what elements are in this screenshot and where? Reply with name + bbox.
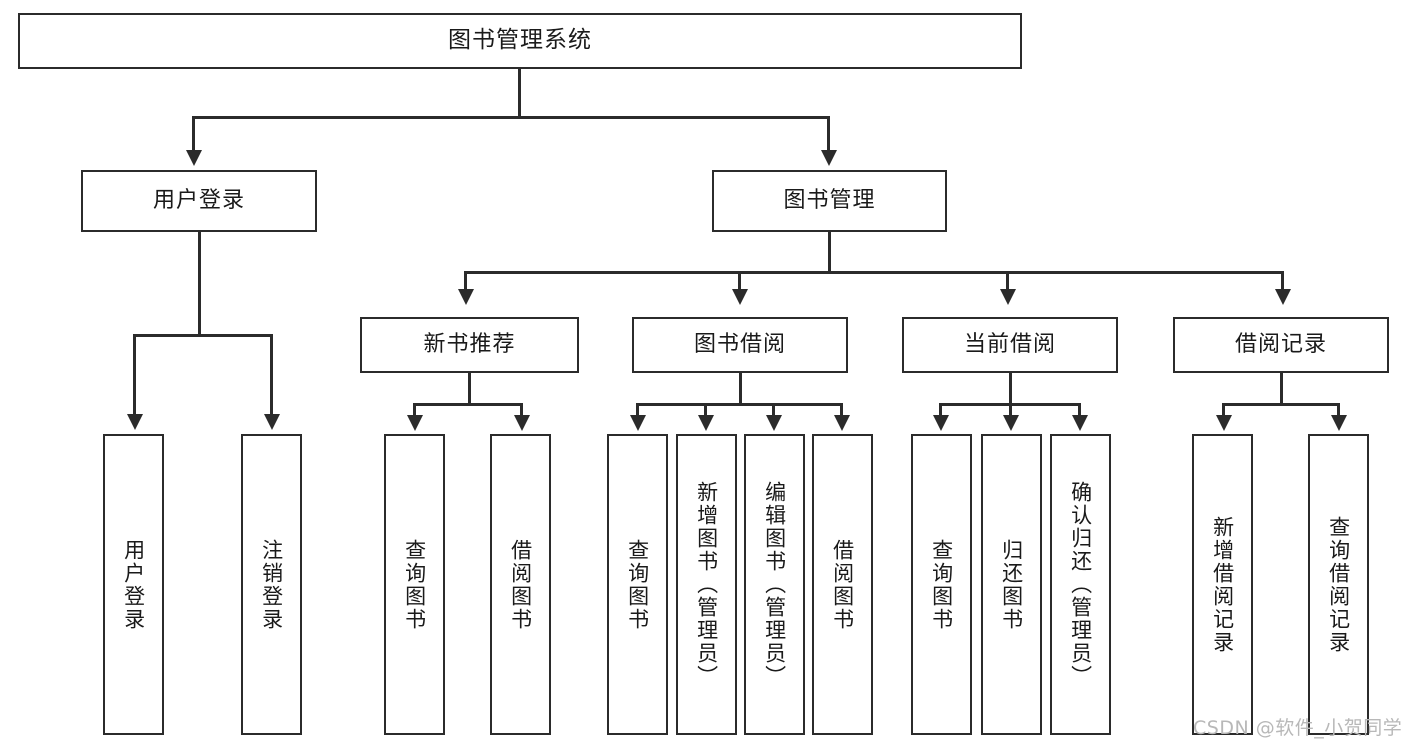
edge-root-bar bbox=[192, 116, 830, 119]
edge-root-to-user-login bbox=[192, 116, 195, 152]
node-label: 借阅图书 bbox=[830, 538, 855, 631]
edge-bb-to-leaf-3 bbox=[772, 403, 775, 417]
node-leaf-borrow-book-1[interactable]: 借阅图书 bbox=[490, 434, 551, 735]
edge-borrow-record-bar bbox=[1222, 403, 1339, 406]
node-user-login[interactable]: 用户登录 bbox=[81, 170, 317, 232]
arrow-root-to-user-login bbox=[186, 150, 202, 166]
node-label: 查询借阅记录 bbox=[1326, 515, 1351, 654]
arrow-bb-to-leaf-4 bbox=[834, 415, 850, 431]
node-leaf-confirm-return[interactable]: 确认归还（管理员） bbox=[1050, 434, 1111, 735]
arrow-bb-to-leaf-2 bbox=[698, 415, 714, 431]
edge-book-borrow-bar bbox=[636, 403, 842, 406]
arrow-bm-to-current-borrow bbox=[1000, 289, 1016, 305]
edge-root-to-book-management bbox=[827, 116, 830, 152]
node-label: 确认归还（管理员） bbox=[1068, 481, 1093, 688]
edge-user-login-to-leaf-2 bbox=[270, 334, 273, 416]
edge-new-book-stem bbox=[468, 373, 471, 405]
edge-user-login-bar bbox=[133, 334, 273, 337]
edge-bb-to-leaf-4 bbox=[840, 403, 843, 417]
node-leaf-query-record[interactable]: 查询借阅记录 bbox=[1308, 434, 1369, 735]
edge-current-borrow-stem bbox=[1009, 373, 1012, 405]
node-label: 用户登录 bbox=[121, 538, 146, 631]
node-new-book-recommend[interactable]: 新书推荐 bbox=[360, 317, 579, 373]
node-label: 新增借阅记录 bbox=[1210, 515, 1235, 654]
node-book-management[interactable]: 图书管理 bbox=[712, 170, 947, 232]
arrow-root-to-book-management bbox=[821, 150, 837, 166]
arrow-br-to-leaf-2 bbox=[1331, 415, 1347, 431]
node-leaf-add-record[interactable]: 新增借阅记录 bbox=[1192, 434, 1253, 735]
arrow-new-book-to-leaf-2 bbox=[514, 415, 530, 431]
edge-cb-to-leaf-3 bbox=[1078, 403, 1081, 417]
arrow-bm-to-borrow-record bbox=[1275, 289, 1291, 305]
edge-cb-to-leaf-2 bbox=[1009, 403, 1012, 417]
node-leaf-borrow-book-2[interactable]: 借阅图书 bbox=[812, 434, 873, 735]
node-label: 借阅图书 bbox=[508, 538, 533, 631]
edge-new-book-to-leaf-2 bbox=[520, 403, 523, 417]
node-label: 用户登录 bbox=[152, 187, 245, 213]
node-root-system[interactable]: 图书管理系统 bbox=[18, 13, 1022, 69]
edge-bm-to-new-book bbox=[464, 271, 467, 291]
node-label: 新增图书（管理员） bbox=[694, 481, 719, 688]
node-leaf-query-book-3[interactable]: 查询图书 bbox=[911, 434, 972, 735]
edge-book-borrow-stem bbox=[739, 373, 742, 405]
arrow-br-to-leaf-1 bbox=[1216, 415, 1232, 431]
node-book-borrow[interactable]: 图书借阅 bbox=[632, 317, 848, 373]
arrow-cb-to-leaf-3 bbox=[1072, 415, 1088, 431]
edge-br-to-leaf-1 bbox=[1222, 403, 1225, 417]
edge-bb-to-leaf-1 bbox=[636, 403, 639, 417]
node-label: 图书管理 bbox=[783, 187, 876, 213]
edge-borrow-record-stem bbox=[1280, 373, 1283, 405]
arrow-new-book-to-leaf-1 bbox=[407, 415, 423, 431]
node-label: 编辑图书（管理员） bbox=[762, 481, 787, 688]
node-label: 图书借阅 bbox=[693, 331, 786, 357]
edge-bm-to-borrow-record bbox=[1281, 271, 1284, 291]
node-leaf-query-book-2[interactable]: 查询图书 bbox=[607, 434, 668, 735]
node-label: 借阅记录 bbox=[1234, 331, 1327, 357]
node-label: 查询图书 bbox=[402, 538, 427, 631]
node-borrow-record[interactable]: 借阅记录 bbox=[1173, 317, 1389, 373]
node-label: 归还图书 bbox=[999, 538, 1024, 631]
edge-br-to-leaf-2 bbox=[1337, 403, 1340, 417]
node-label: 图书管理系统 bbox=[448, 27, 592, 54]
arrow-bm-to-book-borrow bbox=[732, 289, 748, 305]
arrow-bb-to-leaf-3 bbox=[766, 415, 782, 431]
edge-book-management-stem bbox=[828, 232, 831, 272]
arrow-bm-to-new-book bbox=[458, 289, 474, 305]
edge-new-book-bar bbox=[413, 403, 523, 406]
edge-cb-to-leaf-1 bbox=[939, 403, 942, 417]
edge-root-stem bbox=[518, 69, 521, 117]
node-current-borrow[interactable]: 当前借阅 bbox=[902, 317, 1118, 373]
edge-bm-to-book-borrow bbox=[738, 271, 741, 291]
arrow-bb-to-leaf-1 bbox=[630, 415, 646, 431]
node-label: 注销登录 bbox=[259, 538, 284, 631]
node-label: 查询图书 bbox=[929, 538, 954, 631]
node-leaf-add-book[interactable]: 新增图书（管理员） bbox=[676, 434, 737, 735]
edge-new-book-to-leaf-1 bbox=[413, 403, 416, 417]
node-label: 新书推荐 bbox=[423, 331, 516, 357]
node-leaf-query-book-1[interactable]: 查询图书 bbox=[384, 434, 445, 735]
edge-book-management-bar bbox=[464, 271, 1284, 274]
edge-user-login-to-leaf-1 bbox=[133, 334, 136, 416]
edge-user-login-stem bbox=[198, 232, 201, 336]
node-label: 查询图书 bbox=[625, 538, 650, 631]
node-leaf-user-login[interactable]: 用户登录 bbox=[103, 434, 164, 735]
arrow-user-login-to-leaf-1 bbox=[127, 414, 143, 430]
node-leaf-edit-book[interactable]: 编辑图书（管理员） bbox=[744, 434, 805, 735]
arrow-cb-to-leaf-1 bbox=[933, 415, 949, 431]
node-leaf-return-book[interactable]: 归还图书 bbox=[981, 434, 1042, 735]
edge-bb-to-leaf-2 bbox=[704, 403, 707, 417]
arrow-user-login-to-leaf-2 bbox=[264, 414, 280, 430]
arrow-cb-to-leaf-2 bbox=[1003, 415, 1019, 431]
node-label: 当前借阅 bbox=[963, 331, 1056, 357]
node-leaf-user-logout[interactable]: 注销登录 bbox=[241, 434, 302, 735]
csdn-watermark: CSDN @软件_小贺同学 bbox=[1193, 717, 1403, 739]
edge-bm-to-current-borrow bbox=[1006, 271, 1009, 291]
